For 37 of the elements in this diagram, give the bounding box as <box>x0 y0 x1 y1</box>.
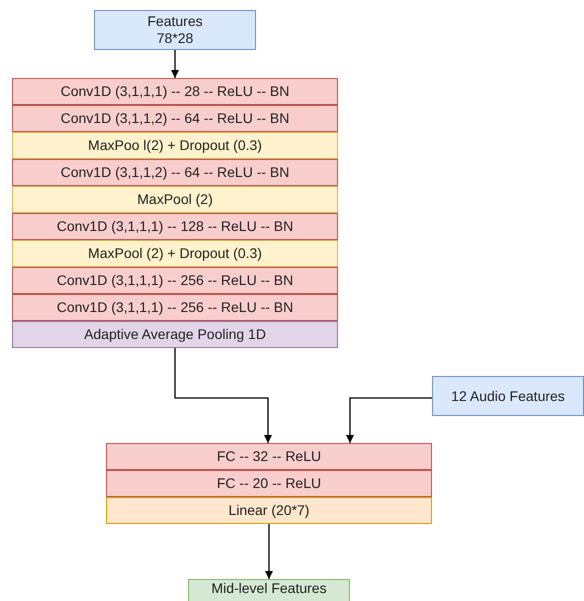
node-text: 78*28 <box>156 30 194 47</box>
arrow <box>174 348 272 443</box>
node-text: Conv1D (3,1,1,1) -- 128 -- ReLU -- BN <box>56 218 294 235</box>
node-text: Conv1D (3,1,1,1) -- 256 -- ReLU -- BN <box>56 299 294 316</box>
layer-box <box>106 443 432 470</box>
layer-box <box>12 132 338 159</box>
arrow <box>346 397 432 443</box>
input-box <box>94 10 256 50</box>
output-box <box>188 579 350 601</box>
node-text: 12 Audio Features <box>451 388 565 404</box>
node-text: Conv1D (3,1,1,2) -- 64 -- ReLU -- BN <box>60 164 290 181</box>
layer-box <box>106 470 432 497</box>
layer-box <box>12 267 338 294</box>
node-text: FC -- 32 -- ReLU <box>216 448 322 465</box>
node-text: FC -- 20 -- ReLU <box>216 475 322 492</box>
node-text: MaxPool (2) <box>137 191 213 208</box>
node-text: Features <box>147 13 203 30</box>
node-text: Conv1D (3,1,1,2) -- 64 -- ReLU -- BN <box>60 110 290 127</box>
layer-box <box>12 240 338 267</box>
node-text: Adaptive Average Pooling 1D <box>84 326 266 343</box>
node-text: Linear (20*7) <box>228 502 310 519</box>
layer-box <box>12 186 338 213</box>
layer-box <box>12 105 338 132</box>
layer-box <box>12 321 338 348</box>
arrow <box>265 524 273 579</box>
layer-box <box>12 78 338 105</box>
node-text: Mid-level Features <box>211 580 327 597</box>
layer-box <box>106 497 432 524</box>
node-text: Conv1D (3,1,1,1) -- 256 -- ReLU -- BN <box>56 272 294 289</box>
layer-box <box>12 294 338 321</box>
input-box <box>432 376 584 416</box>
arrow <box>171 50 179 78</box>
node-text: MaxPoo l(2) + Dropout (0.3) <box>88 137 262 154</box>
layer-box <box>12 213 338 240</box>
layer-box <box>12 159 338 186</box>
node-text: Conv1D (3,1,1,1) -- 28 -- ReLU -- BN <box>60 83 290 100</box>
node-text: MaxPool (2) + Dropout (0.3) <box>88 245 262 262</box>
